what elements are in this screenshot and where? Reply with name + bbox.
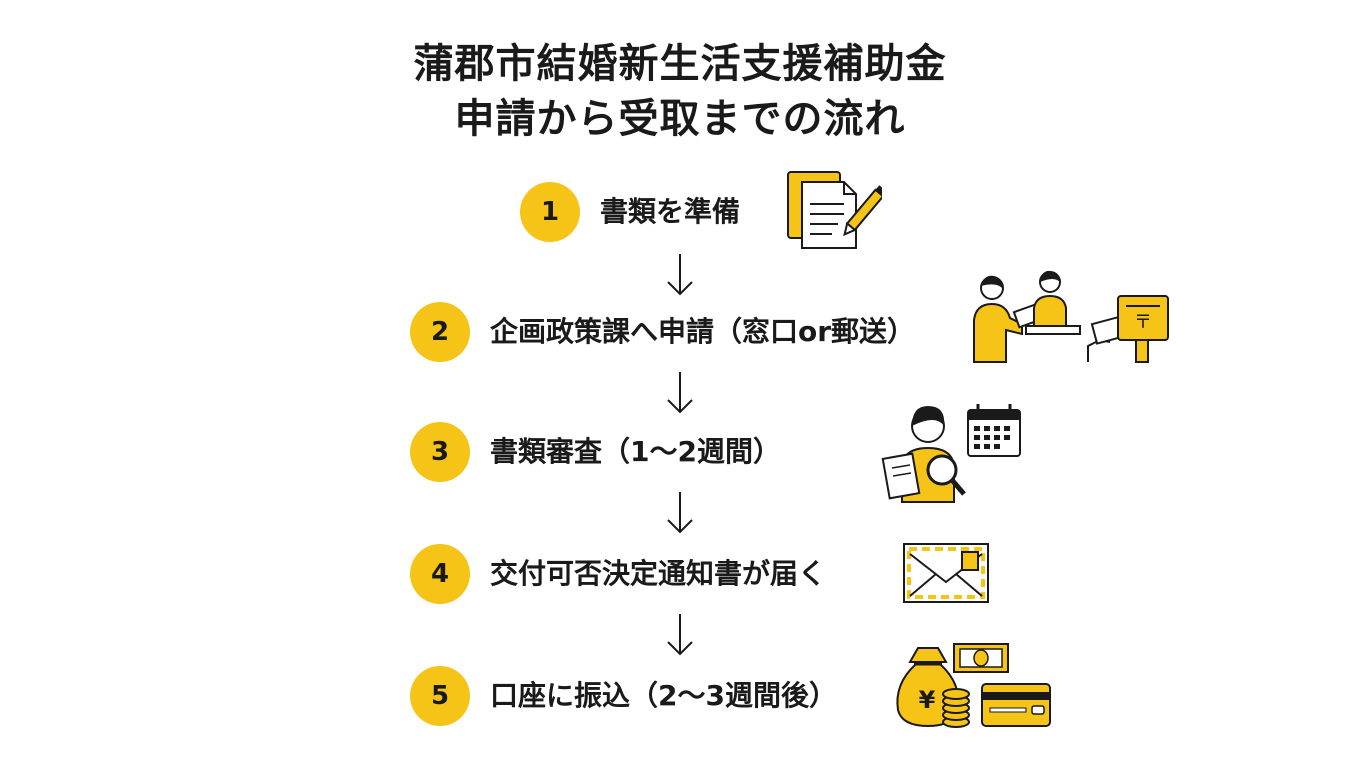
- title-line-1: 蒲郡市結婚新生活支援補助金: [413, 41, 947, 87]
- title-line-2: 申請から受取までの流れ: [454, 96, 906, 142]
- person-magnifier-calendar-icon: [881, 404, 1021, 503]
- step-number-badge: 2: [410, 302, 470, 362]
- step-label: 書類審査（1〜2週間）: [490, 435, 781, 468]
- envelope-icon: [903, 543, 989, 603]
- step-label: 口座に振込（2〜3週間後）: [490, 679, 837, 712]
- down-arrow-icon: [667, 254, 693, 296]
- step-number-badge: 3: [410, 422, 470, 482]
- step-label: 企画政策課へ申請（窓口or郵送）: [490, 315, 916, 348]
- down-arrow-icon: [667, 614, 693, 656]
- yen-symbol: ¥: [919, 686, 936, 714]
- step-number-badge: 1: [520, 182, 580, 242]
- postal-mark-icon: 〒: [1134, 312, 1152, 333]
- step-label: 交付可否決定通知書が届く: [490, 557, 827, 590]
- counter-and-mailbox-icon: 〒: [973, 270, 1169, 363]
- step-label: 書類を準備: [600, 195, 741, 228]
- down-arrow-icon: [667, 372, 693, 414]
- step-number-badge: 4: [410, 544, 470, 604]
- documents-pen-icon: [787, 171, 882, 249]
- step-number-badge: 5: [410, 666, 470, 726]
- money-bag-coins-card-icon: ¥: [896, 643, 1051, 728]
- down-arrow-icon: [667, 492, 693, 534]
